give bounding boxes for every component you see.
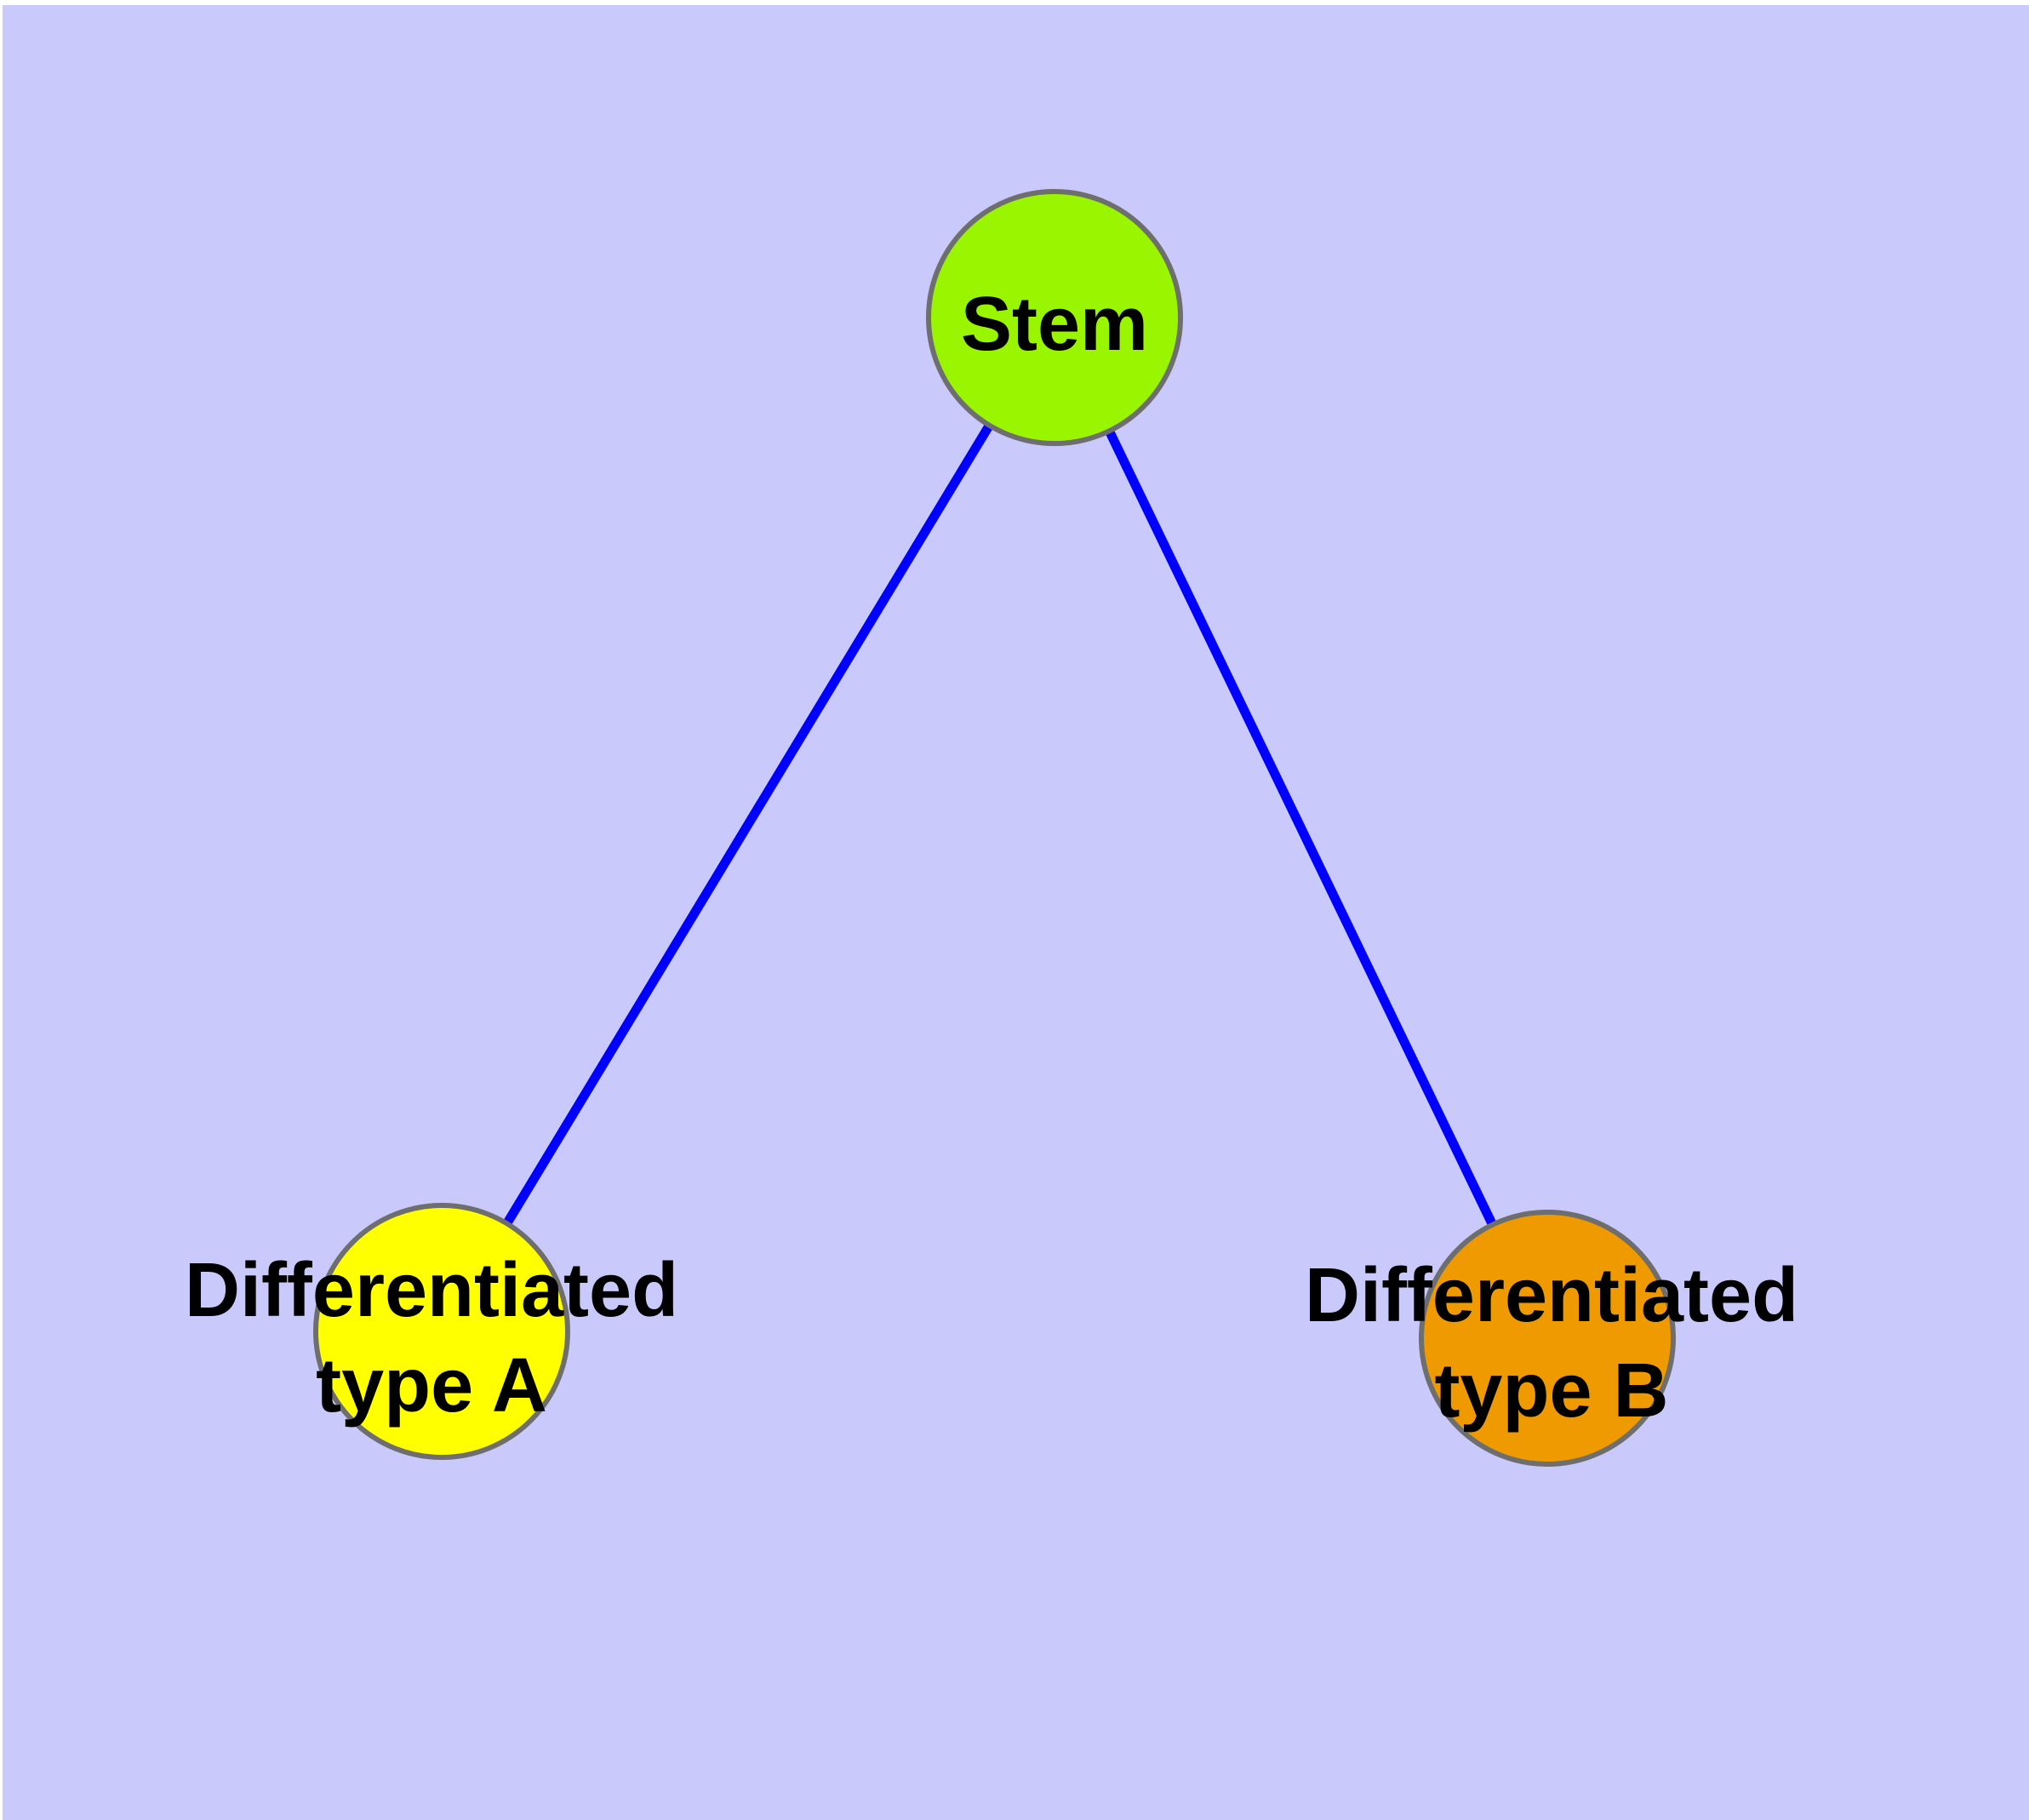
node-type-b-label-line2: type B: [1434, 1348, 1669, 1434]
node-type-b-label: Differentiated type B: [1305, 1248, 1798, 1439]
edge-stem-to-type-b: [1050, 315, 1552, 1341]
node-type-a-label: Differentiated type A: [185, 1243, 678, 1434]
node-type-b-label-line1: Differentiated: [1304, 1253, 1799, 1338]
node-type-b-circle: [1419, 1210, 1676, 1467]
node-stem-label: Stem: [960, 282, 1149, 367]
node-stem-circle: [926, 189, 1183, 446]
node-type-a-label-line1: Differentiated: [184, 1248, 679, 1333]
node-type-a-label-line2: type A: [316, 1343, 547, 1428]
edge-stem-to-type-a: [437, 315, 1059, 1334]
node-type-a-circle: [313, 1203, 570, 1460]
